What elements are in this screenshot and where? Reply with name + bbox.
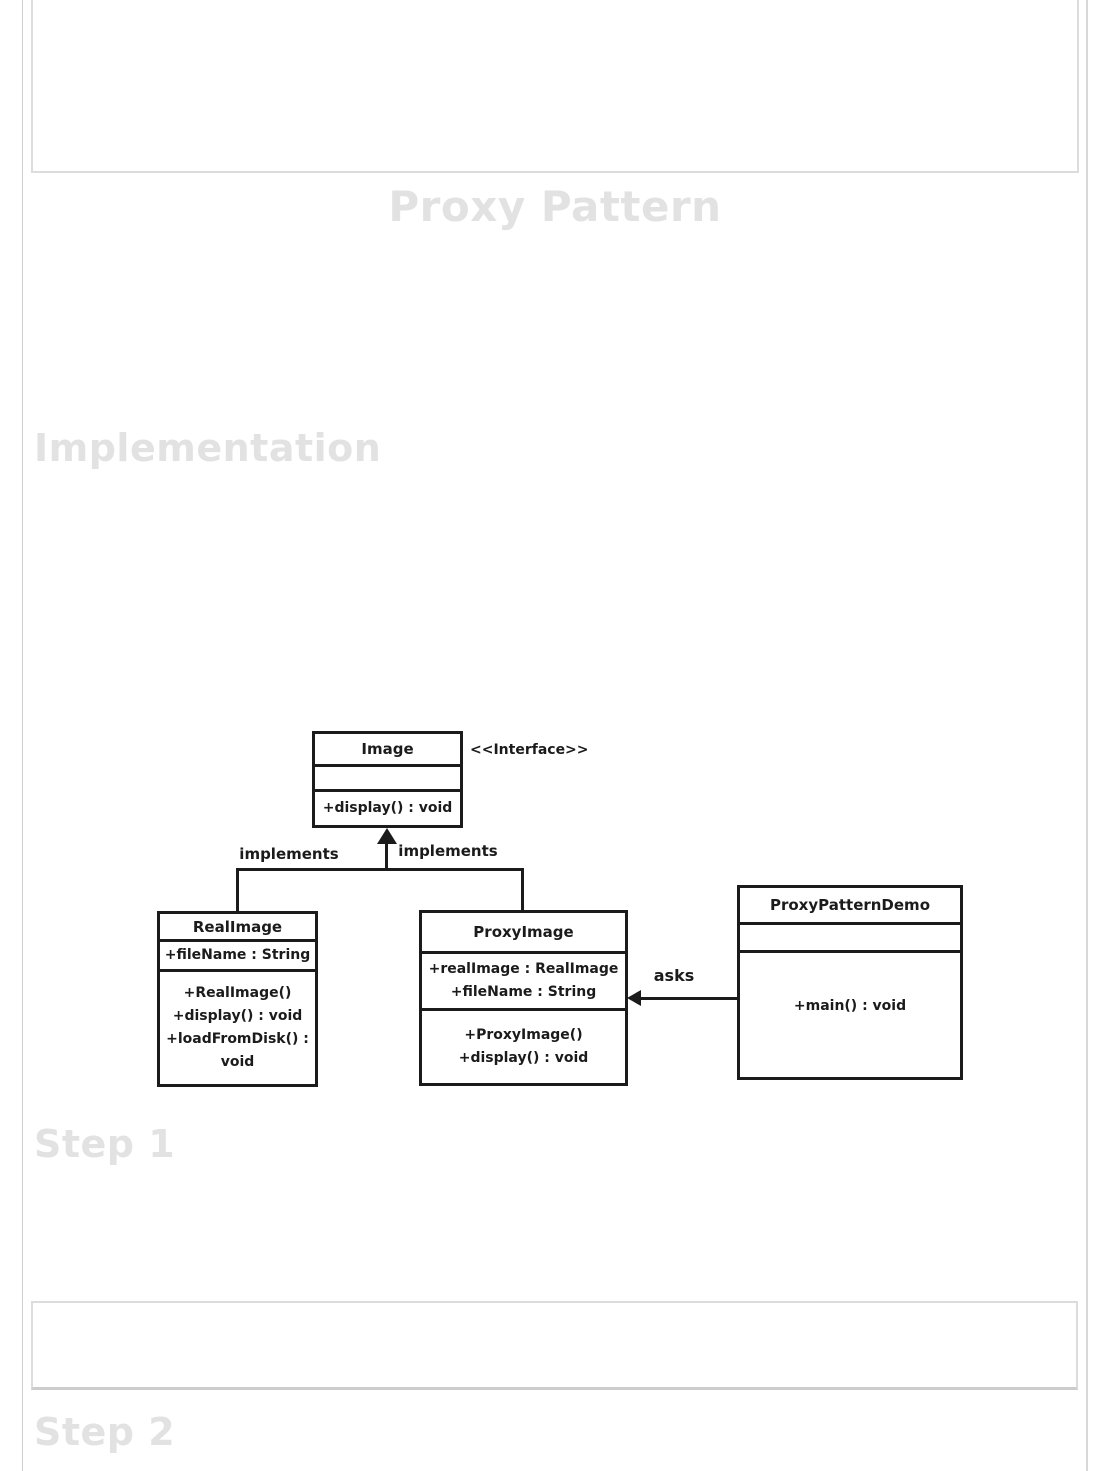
uml-class-proxyimage-name: ProxyImage <box>422 913 625 954</box>
page-title: Proxy Pattern <box>388 182 722 231</box>
label-asks: asks <box>653 966 695 985</box>
implements-connector-drop-realimage <box>236 868 239 913</box>
section-heading-step2: Step 2 <box>34 1410 176 1454</box>
asks-arrowhead <box>627 990 641 1006</box>
uml-class-proxypatterndemo-name: ProxyPatternDemo <box>740 888 960 925</box>
uml-class-realimage-attribute: +fileName : String <box>160 942 315 972</box>
uml-class-image: Image +display() : void <box>312 731 463 828</box>
asks-connector-line <box>634 997 737 1000</box>
uml-class-proxyimage-methods: +ProxyImage() +display() : void <box>422 1011 625 1083</box>
uml-class-image-name: Image <box>315 734 460 767</box>
uml-method: +display() : void <box>458 1050 589 1066</box>
right-page-rule <box>1086 0 1088 1471</box>
uml-class-image-method: +display() : void <box>322 800 453 816</box>
uml-attribute: +realImage : RealImage <box>428 961 619 977</box>
uml-method: +display() : void <box>172 1008 303 1024</box>
top-content-frame <box>31 0 1079 173</box>
implements-connector-stem <box>385 843 388 871</box>
uml-class-realimage-name: RealImage <box>160 914 315 942</box>
uml-class-proxypatterndemo: ProxyPatternDemo +main() : void <box>737 885 963 1080</box>
section-heading-step1: Step 1 <box>34 1122 176 1166</box>
uml-method: +loadFromDisk() : void <box>166 1031 309 1070</box>
uml-class-proxypatterndemo-method: +main() : void <box>793 997 907 1014</box>
implements-connector-drop-proxyimage <box>521 868 524 912</box>
implements-connector-crossbar <box>236 868 524 871</box>
uml-class-image-attributes <box>315 767 460 792</box>
label-implements-right: implements <box>398 842 498 860</box>
implements-arrowhead <box>377 828 397 844</box>
label-implements-left: implements <box>239 845 339 863</box>
interface-stereotype-label: <<Interface>> <box>470 742 589 758</box>
uml-attribute: +fileName : String <box>450 984 597 1000</box>
section-heading-implementation: Implementation <box>34 426 382 470</box>
uml-class-proxyimage-attributes: +realImage : RealImage +fileName : Strin… <box>422 954 625 1011</box>
uml-class-realimage: RealImage +fileName : String +RealImage(… <box>157 911 318 1087</box>
code-block-frame <box>31 1301 1078 1390</box>
left-page-rule <box>22 0 23 1471</box>
uml-class-proxyimage: ProxyImage +realImage : RealImage +fileN… <box>419 910 628 1086</box>
uml-method: +RealImage() <box>183 985 292 1001</box>
uml-class-realimage-methods: +RealImage() +display() : void +loadFrom… <box>160 972 315 1084</box>
uml-class-proxypatterndemo-attributes <box>740 925 960 953</box>
uml-method: +ProxyImage() <box>464 1027 583 1043</box>
